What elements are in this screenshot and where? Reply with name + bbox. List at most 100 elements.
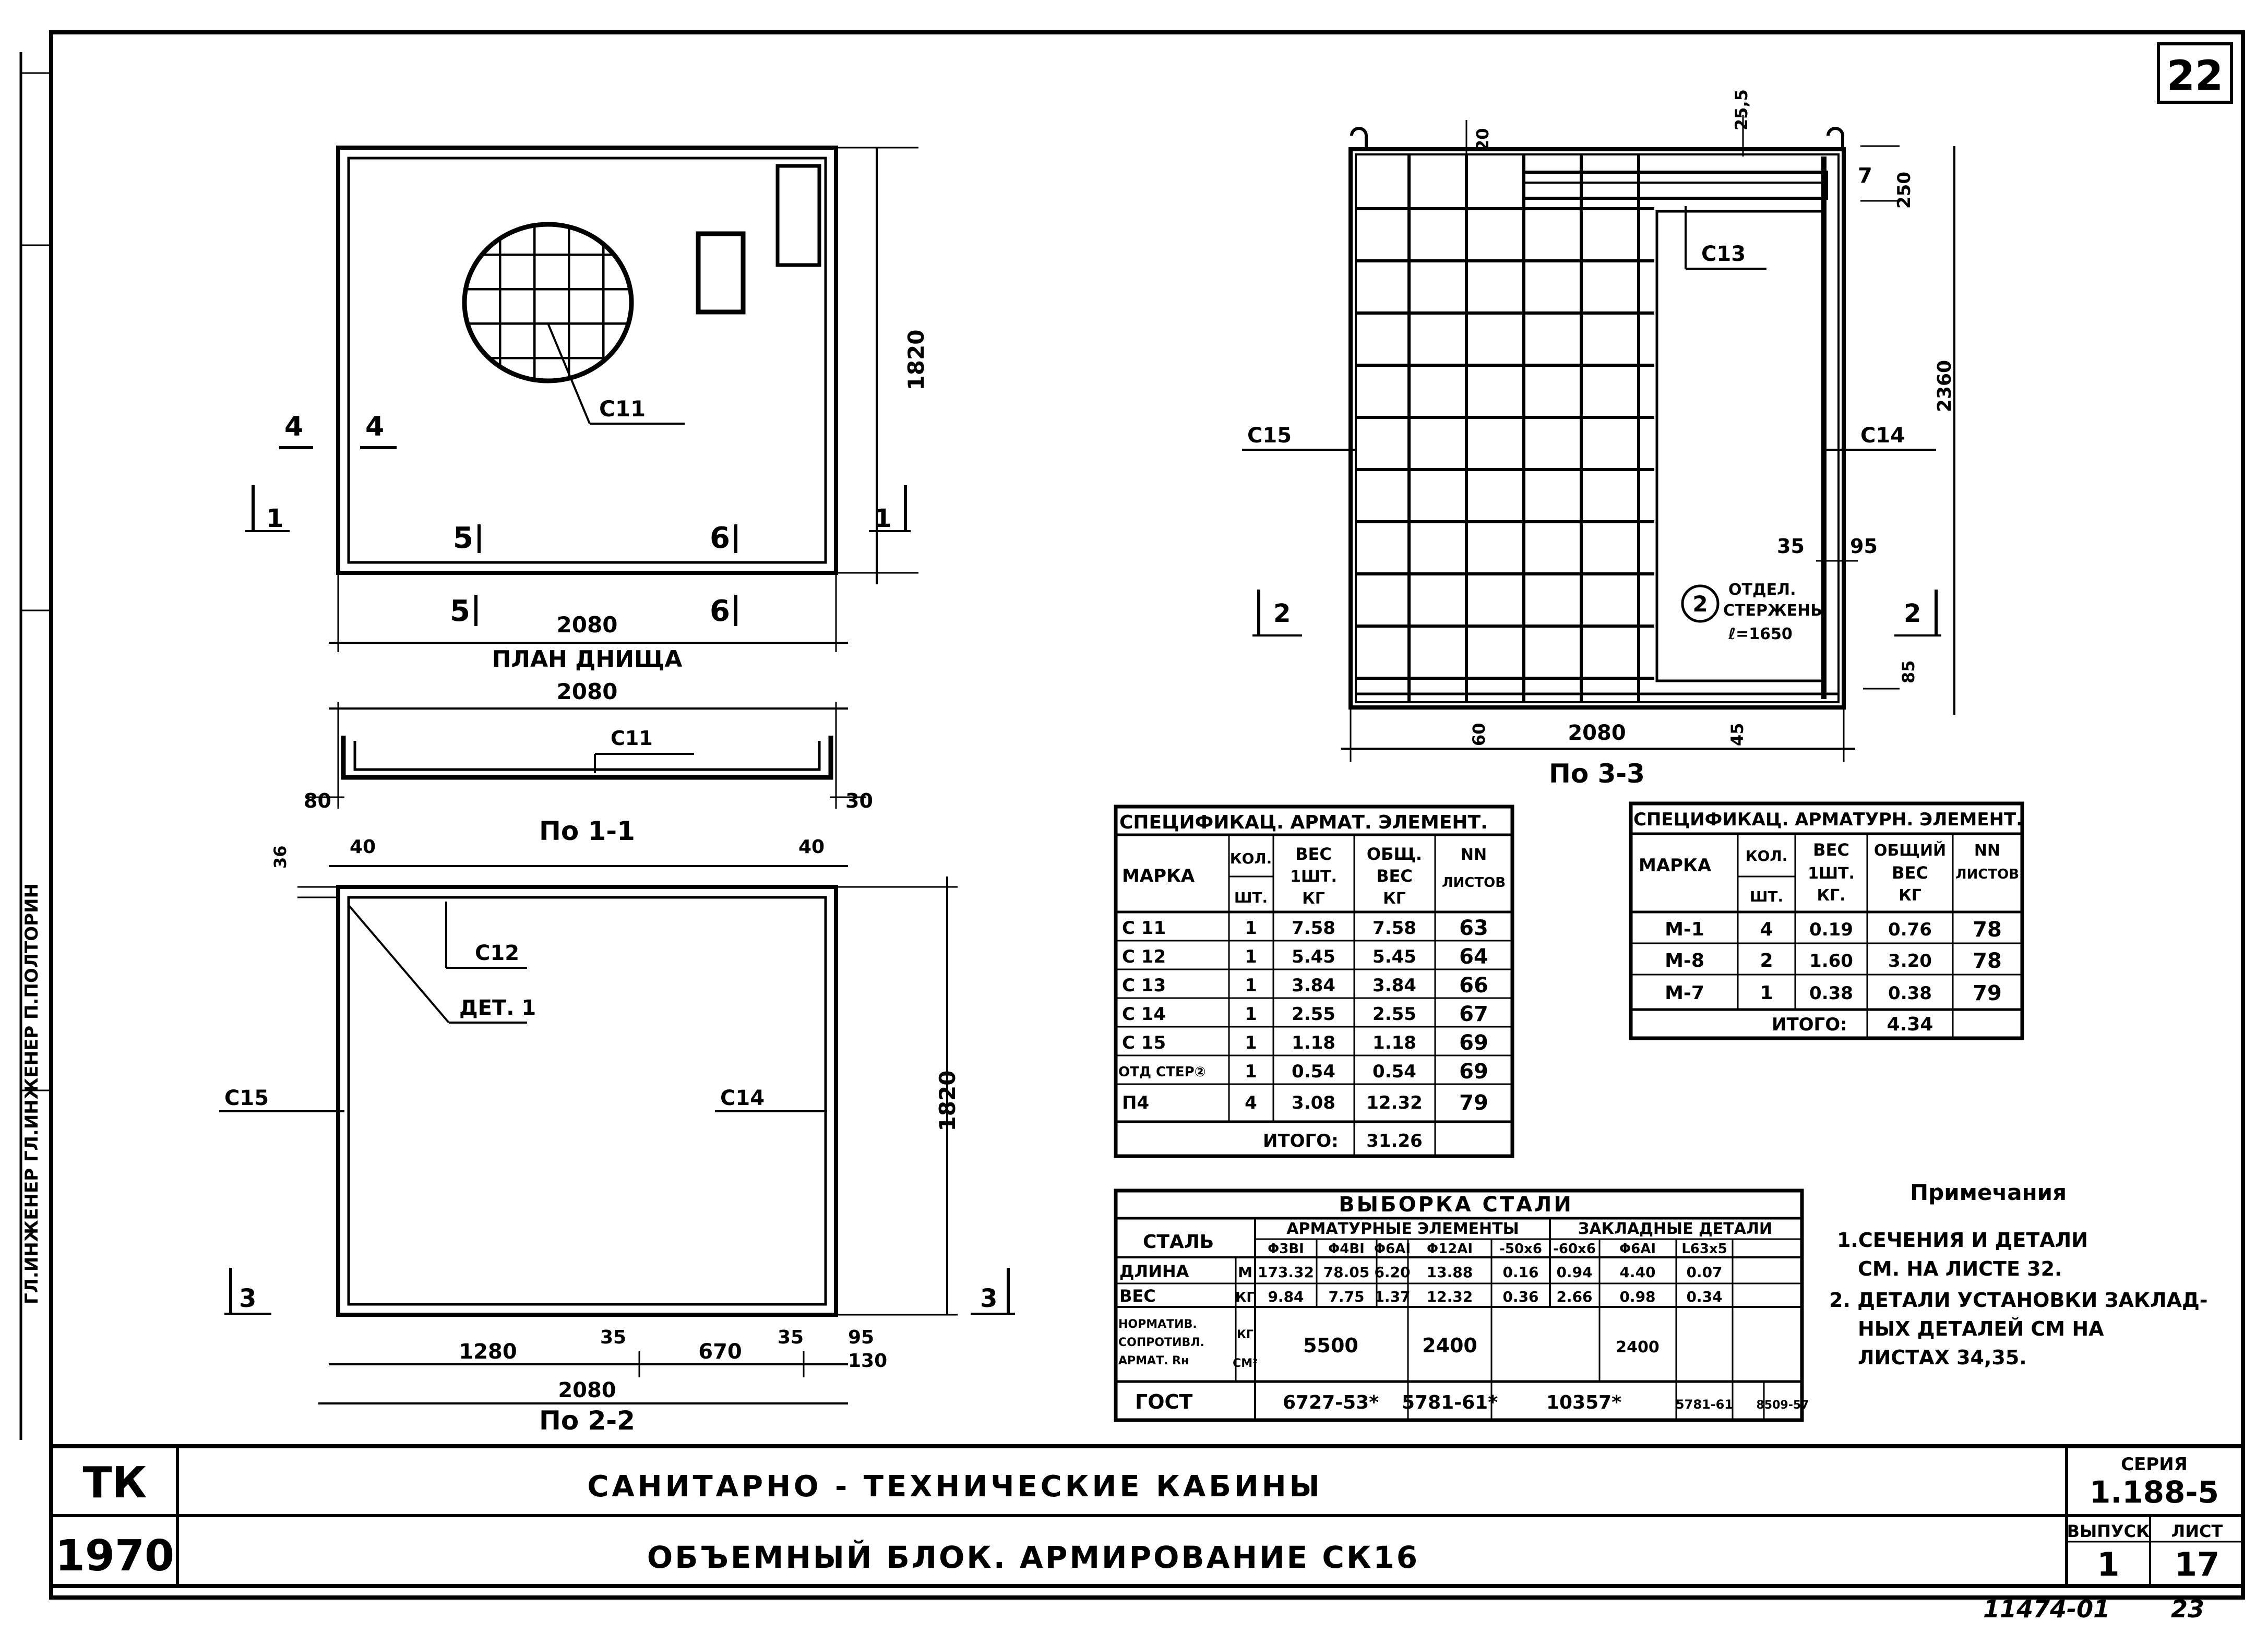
section-2-2-dim-670: 670 (698, 1340, 742, 1364)
steel-norm-l3: АРМАТ. Rн (1118, 1354, 1189, 1367)
section-3-3-dim-20: 20 (1473, 128, 1493, 151)
section-mark-4-right: 4 (365, 411, 384, 442)
spec1-cell: 1 (1245, 1004, 1257, 1025)
plan-width-dim: 2080 (557, 612, 618, 638)
plan-height-dim: 1820 (903, 330, 929, 391)
rod-number: 2 (1692, 591, 1708, 617)
spec1-cell: 1 (1245, 918, 1257, 939)
steel-table (1114, 1188, 1804, 1422)
plan-mesh-cutaway (462, 222, 634, 383)
section-3-3-dim-25-5: 25,5 (1732, 89, 1751, 130)
spec1-row: П4 4 3.08 12.32 79 (1122, 1091, 1488, 1115)
spec1-cell: 12.32 (1366, 1092, 1423, 1113)
archive-stamp: 11474-01 (1983, 1595, 2110, 1623)
steel-gost-label: ГОСТ (1135, 1390, 1192, 1413)
steel-len-cell: 173.32 (1258, 1264, 1314, 1281)
steel-table-text: ВЫБОРКА СТАЛИ СТАЛЬ АРМАТУРНЫЕ ЭЛЕМЕНТЫ … (1118, 1193, 1809, 1413)
spec1-row: С 12 1 5.45 5.45 64 (1122, 945, 1488, 969)
section-3-3-dim-60: 60 (1469, 723, 1489, 746)
title-year: 1970 (55, 1531, 174, 1581)
spec1-cell: 5.45 (1292, 946, 1335, 967)
steel-wt-cell: 0.34 (1686, 1288, 1722, 1305)
steel-len-label: ДЛИНА (1119, 1262, 1189, 1281)
section-2-2-width-dim: 2080 (558, 1378, 616, 1402)
section-3-3: 20 25,5 7 250 С13 С15 С14 2360 35 95 85 … (1242, 89, 1955, 789)
steel-gost-c: 10357* (1546, 1392, 1621, 1413)
spec-table-2-text: СПЕЦИФИКАЦ. АРМАТУРН. ЭЛЕМЕНТ. МАРКА КОЛ… (1633, 809, 2023, 1035)
steel-col-header: -50x6 (1499, 1241, 1542, 1257)
title-issue-label: ВЫПУСК (2067, 1521, 2150, 1541)
spec2-cell: 79 (1973, 981, 2002, 1005)
section-2-2-det-1: ДЕТ. 1 (459, 996, 536, 1020)
steel-h-steel: СТАЛЬ (1143, 1231, 1214, 1253)
spec1-cell: С 14 (1122, 1004, 1166, 1025)
steel-norm-l1: НОРМАТИВ. (1118, 1318, 1197, 1331)
section-1-1-title: По 1-1 (539, 816, 635, 846)
rod-label-2: СТЕРЖЕНЬ (1723, 602, 1822, 620)
section-2-2-dim-40-left: 40 (350, 836, 376, 858)
spec1-h-tw2: ВЕС (1376, 866, 1413, 886)
spec1-row: С 11 1 7.58 7.58 63 (1122, 916, 1488, 940)
steel-norm-unit1: КГ (1237, 1328, 1254, 1341)
steel-col-header: Φ6АI (1374, 1241, 1411, 1257)
steel-col-header: Φ6АI (1619, 1241, 1656, 1257)
section-2-2-dim-35a: 35 (600, 1327, 626, 1348)
title-sheet: 17 (2175, 1545, 2219, 1583)
spec-table-1-text: СПЕЦИФИКАЦ. АРМАТ. ЭЛЕМЕНТ. МАРКА КОЛ. Ш… (1118, 812, 1506, 1151)
spec1-cell: 1 (1245, 1032, 1257, 1053)
section-mark-6-top: 6 (710, 521, 730, 555)
section-2-2-dim-130: 130 (848, 1350, 887, 1372)
spec2-title: СПЕЦИФИКАЦ. АРМАТУРН. ЭЛЕМЕНТ. (1633, 809, 2023, 830)
title-block-text: ТК 1970 САНИТАРНО - ТЕХНИЧЕСКИЕ КАБИНЫ О… (55, 1454, 2223, 1583)
section-3-3-dim-35: 35 (1777, 535, 1805, 558)
section-mark-6-bottom: 6 (710, 594, 730, 628)
spec2-h-tw1: ОБЩИЙ (1874, 841, 1946, 860)
spec1-cell: 69 (1459, 1031, 1488, 1055)
spec1-cell: С 13 (1122, 975, 1166, 996)
steel-h-arm: АРМАТУРНЫЕ ЭЛЕМЕНТЫ (1286, 1220, 1519, 1238)
title-line-2: ОБЪЕМНЫЙ БЛОК. АРМИРОВАНИЕ СК16 (647, 1539, 1419, 1575)
spec2-cell: М-8 (1665, 950, 1704, 971)
title-series-label: СЕРИЯ (2121, 1454, 2188, 1475)
section-mark-2-right: 2 (1904, 599, 1921, 628)
spec1-cell: 1.18 (1372, 1032, 1416, 1053)
section-2-2-dim-40-right: 40 (798, 836, 825, 858)
spec1-cell: 3.84 (1372, 975, 1416, 996)
steel-wt-cell: 9.84 (1268, 1288, 1304, 1305)
notes-line-2c: ЛИСТАХ 34,35. (1858, 1346, 2027, 1369)
spec2-h-w2: 1ШТ. (1808, 864, 1855, 883)
spec1-cell: 1 (1245, 1061, 1257, 1082)
spec1-h-w3: КГ (1302, 890, 1325, 908)
spec1-cell: ОТД СТЕР② (1118, 1064, 1206, 1080)
title-block (49, 1444, 2245, 1588)
sheet-number: 22 (2167, 53, 2224, 100)
steel-norm-b: 2400 (1422, 1334, 1477, 1357)
spec1-row: С 13 1 3.84 3.84 66 (1122, 974, 1488, 998)
spec1-cell: 0.54 (1292, 1061, 1335, 1082)
steel-h-emb: ЗАКЛАДНЫЕ ДЕТАЛИ (1578, 1220, 1772, 1238)
steel-col-header: L63x5 (1681, 1241, 1727, 1257)
spec2-cell: 78 (1973, 949, 2002, 973)
plan-opening-notch (775, 164, 821, 267)
title-sheet-label: ЛИСТ (2171, 1521, 2223, 1541)
spec1-h-w2: 1ШТ. (1290, 868, 1337, 886)
spec1-cell: 1.18 (1292, 1032, 1335, 1053)
spec1-cell: С 11 (1122, 918, 1166, 939)
spec1-cell: 7.58 (1372, 918, 1416, 939)
section-2-2-mark-c15: С15 (224, 1086, 269, 1110)
title-tk: ТК (83, 1458, 147, 1508)
section-3-3-mark-c14: С14 (1860, 424, 1905, 448)
section-mark-1-left: 1 (266, 504, 283, 533)
spec2-cell: М-7 (1665, 982, 1704, 1004)
spec1-cell: 1 (1245, 975, 1257, 996)
spec2-cell: М-1 (1665, 919, 1704, 940)
sheet-frame (19, 30, 2245, 1600)
spec1-row: С 14 1 2.55 2.55 67 (1122, 1002, 1488, 1026)
spec1-h-mark: МАРКА (1122, 866, 1195, 886)
spec1-cell: 1 (1245, 946, 1257, 967)
spec2-h-w3: КГ. (1817, 886, 1845, 905)
section-mark-3-left: 3 (239, 1284, 256, 1313)
spec-table-2 (1629, 801, 2024, 1040)
spec1-h-sh2: ЛИСТОВ (1442, 875, 1506, 891)
rod-number-circle (1681, 584, 1720, 623)
